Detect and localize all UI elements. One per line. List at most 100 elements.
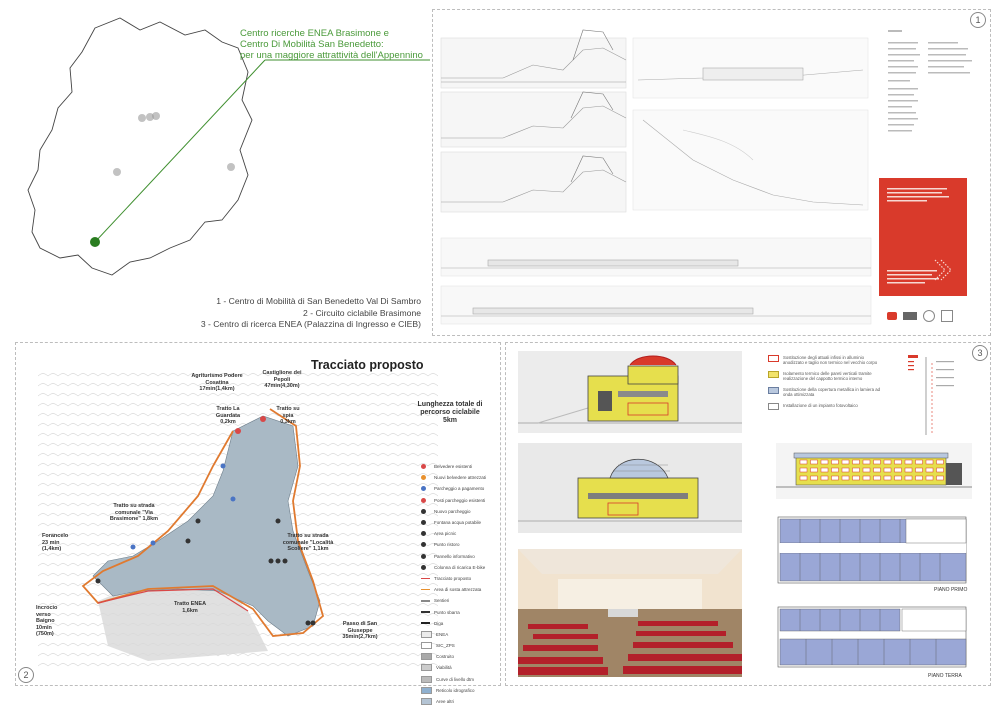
route-legend-item: SIC_ZPS	[421, 640, 499, 651]
marker-8	[305, 620, 311, 626]
marker-5	[275, 558, 281, 564]
route-legend-item: Curve di livello dtm	[421, 674, 499, 685]
site-list-item-3: 3 - Centro di ricerca ENEA (Palazzina di…	[200, 319, 421, 329]
legend-label: Reticolo idrografico	[436, 687, 475, 693]
site-list-item-2: 2 - Circuito ciclabile Brasimone	[303, 307, 421, 318]
facade-window	[799, 475, 808, 481]
facade-window	[852, 459, 860, 465]
route-legend-item: Colonna di ricarica E-bike	[421, 562, 499, 573]
facade-window	[925, 475, 934, 481]
report-cover-graphic	[887, 188, 952, 284]
logo-icon-3	[923, 310, 935, 322]
route-legend-item: Area di sosta attrezzata	[421, 584, 499, 595]
legend-swatch	[421, 553, 426, 559]
legend-label: Nuovo parcheggio	[434, 508, 471, 514]
facade-window	[841, 467, 850, 473]
route-legend-item: Reticolo idrografico	[421, 685, 499, 696]
route-legend-item: Diga	[421, 618, 499, 629]
legend-label: Posti parcheggio esistenti	[434, 497, 486, 503]
site-list-item-1: 1 - Centro di Mobilità di San Benedetto …	[216, 296, 421, 306]
label-incrocio: Incrocio verso Baigno 10min (750m)	[36, 605, 58, 637]
facade-window	[936, 459, 944, 465]
legend-label: Costruito	[436, 654, 455, 660]
legend-swatch	[768, 371, 779, 378]
site-marker-blur-4	[113, 168, 121, 176]
legend-label: Area di sosta attrezzata	[434, 587, 482, 593]
site-marker-blur-1	[138, 114, 146, 122]
marker-3	[275, 518, 281, 524]
side-drawing	[894, 351, 964, 441]
legend-swatch	[421, 642, 432, 650]
facade-window	[894, 467, 902, 473]
facade-svg-2	[518, 443, 742, 533]
legend-label: Colonna di ricarica E-bike	[434, 564, 486, 570]
section-drawing-1	[440, 29, 627, 89]
legend-label: Area picnic	[434, 531, 457, 537]
legend-label: Tracciato proposto	[434, 575, 472, 581]
ground-floor-svg	[777, 606, 967, 668]
long-facade-svg	[776, 452, 972, 488]
facade-window	[852, 467, 860, 473]
total-length-line-1: Lunghezza totale di	[417, 401, 483, 408]
route-map	[38, 371, 438, 671]
marker-4	[268, 558, 274, 564]
legend-swatch	[421, 542, 426, 548]
site-marker-blur-2	[146, 113, 154, 121]
route-legend-item: Nuovo parcheggio	[421, 506, 499, 517]
panel-number-3: 3	[972, 345, 988, 361]
enea-route-path	[97, 588, 249, 612]
long-section-2	[440, 285, 872, 325]
legend-label: Parcheggio a pagamento	[434, 486, 485, 492]
total-length-line-2: percorso ciclabile	[420, 409, 480, 416]
facade-window	[925, 467, 934, 473]
facade-window	[862, 467, 871, 473]
intervention-legend-item: Isolamento termico delle pareti vertical…	[768, 371, 880, 381]
intervention-legend-item: Sostituzione degli attuali infissi in al…	[768, 355, 880, 365]
label-castiglione: Castiglione dei Pepoli 47min(4,30m)	[262, 370, 302, 389]
report-cover	[879, 178, 967, 296]
legend-label: SIC_ZPS	[436, 643, 455, 649]
route-legend-item: Belvedere esistenti	[421, 461, 499, 472]
legend-swatch	[421, 664, 432, 672]
route-legend-item: Sentieri	[421, 595, 499, 606]
facade-svg-1	[518, 351, 742, 433]
legend-swatch	[768, 387, 779, 394]
facade-window	[883, 459, 892, 465]
legend-label: Punto ristoro	[434, 542, 460, 548]
route-legend-item: Punto sbarra	[421, 606, 499, 617]
label-forancelo: Forancelo 23 min (1,4km)	[42, 533, 69, 552]
map-callout-line-3: per una maggiore attrattività dell'Appen…	[240, 50, 423, 61]
route-legend-item: Aree altri	[421, 696, 499, 707]
facade-window	[831, 475, 839, 481]
logo-icon-1	[887, 312, 897, 320]
legend-swatch	[421, 520, 426, 526]
facade-window	[799, 467, 808, 473]
ground-floor-label: PIANO TERRA	[928, 673, 962, 679]
facade-window	[852, 475, 860, 481]
legend-swatch	[421, 622, 430, 624]
elevation-drawing-1	[632, 37, 869, 99]
intervention-legend-item: Installazione di un impianto fotovoltaic…	[768, 403, 880, 410]
label-spia: Tratto su spia 0,3km	[276, 406, 300, 425]
label-agriturismo: Agriturismo Podere Cosatina 17min(1,4km)	[191, 373, 243, 392]
site-marker-san-benedetto	[90, 237, 100, 247]
facade-window	[936, 467, 944, 473]
side-drawing-svg	[908, 355, 954, 435]
legend-swatch	[421, 508, 426, 514]
facade-window	[841, 475, 850, 481]
sections-drawing	[440, 29, 972, 325]
legend-swatch	[421, 698, 432, 706]
legend-swatch	[421, 588, 430, 591]
legend-label: Pannello informativo	[434, 553, 475, 559]
route-legend-item: Parcheggio a pagamento	[421, 483, 499, 494]
label-passo-san-giuseppe: Passo di San Giuseppe 35min(2,7km)	[342, 621, 378, 640]
sections-legend	[888, 30, 972, 132]
legend-swatch	[768, 403, 779, 410]
legend-swatch	[421, 600, 430, 602]
panel-enea-building: 3	[505, 342, 991, 686]
legend-swatch	[421, 675, 432, 683]
parking-markers	[130, 463, 236, 550]
marker-7	[95, 578, 101, 584]
legend-label: Aree altri	[436, 699, 455, 705]
